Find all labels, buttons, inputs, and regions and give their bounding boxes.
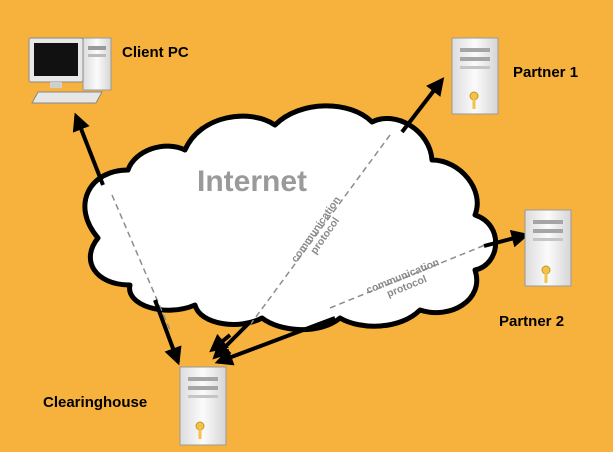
arrow-p2-to-clearinghouse	[214, 316, 336, 366]
internet-cloud	[82, 103, 499, 333]
partner2-label: Partner 2	[499, 313, 565, 330]
protocol-line-client	[111, 194, 171, 331]
arrow-to-client	[72, 112, 105, 186]
client-pc-icon	[28, 37, 112, 104]
partner2-server-icon	[524, 209, 572, 287]
arrow-client-to-clearinghouse	[153, 299, 182, 366]
clearinghouse-server-icon	[179, 366, 227, 446]
client-pc-label: Client PC	[122, 44, 189, 61]
arrow-cloud-to-clearinghouse	[209, 333, 232, 353]
protocol-line-partner2	[329, 244, 486, 309]
partner1-label: Partner 1	[513, 64, 579, 81]
clearinghouse-label: Clearinghouse	[43, 394, 148, 411]
arrow-to-partner1	[400, 77, 445, 134]
internet-label: Internet	[197, 165, 308, 198]
partner1-server-icon	[451, 37, 499, 115]
arrow-to-partner2	[483, 229, 530, 248]
